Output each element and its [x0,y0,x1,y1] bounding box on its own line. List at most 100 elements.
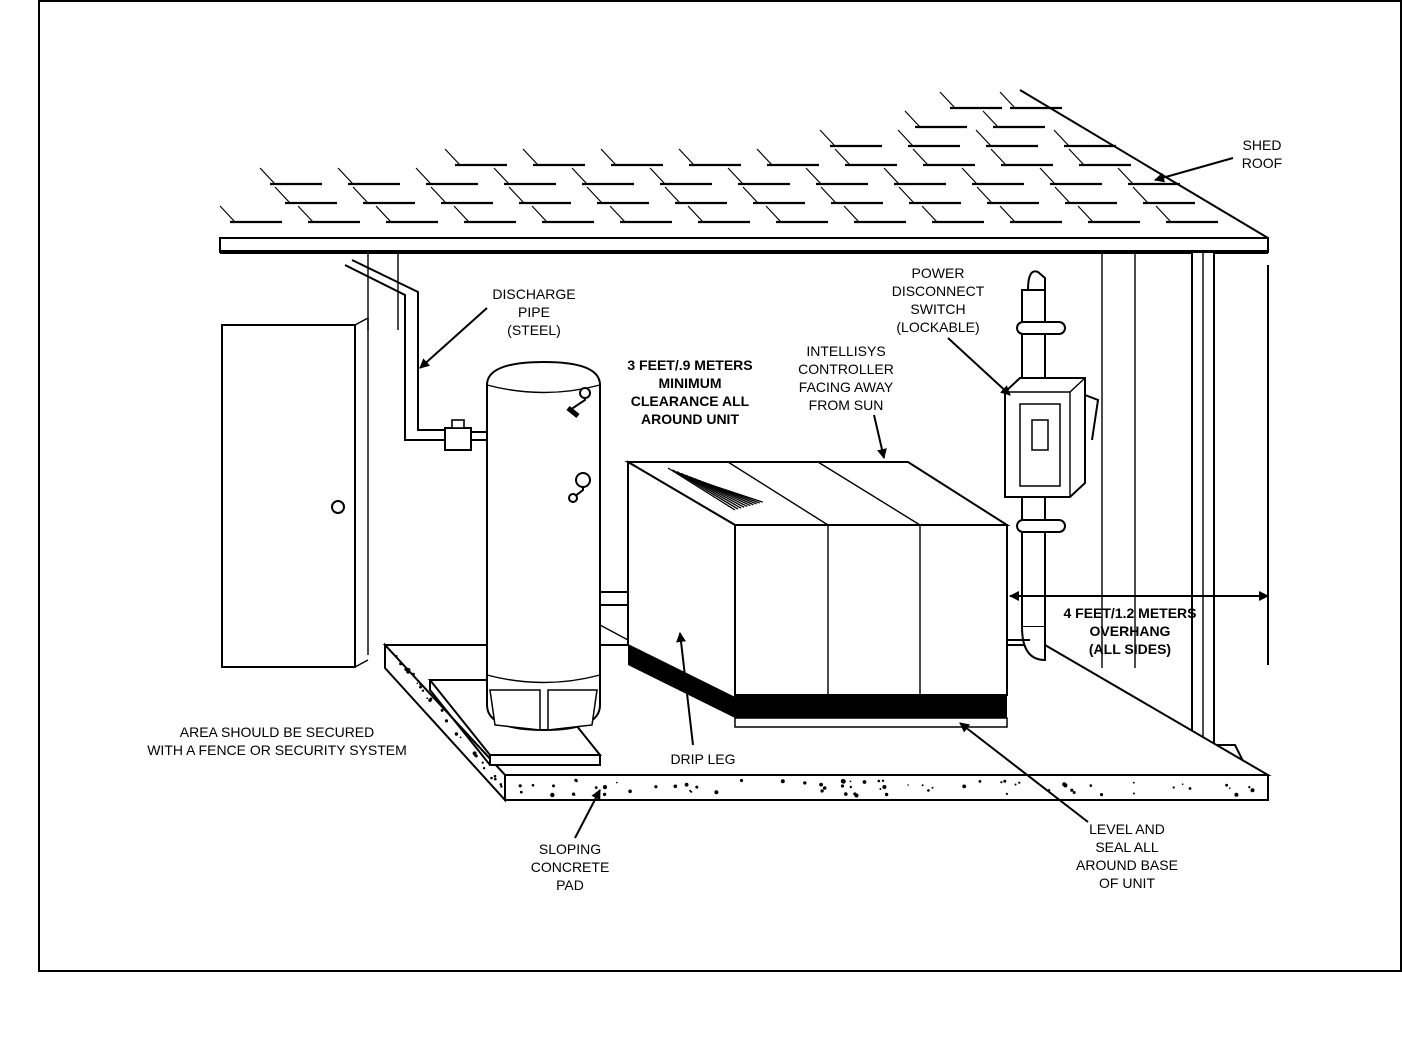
concrete-speckle [690,790,693,793]
concrete-speckle [840,779,846,784]
svg-text:SLOPING: SLOPING [539,841,601,857]
concrete-speckle [1014,783,1017,786]
concrete-speckle [602,792,607,797]
roof-shingle [898,186,961,205]
concrete-speckle [493,774,497,778]
concrete-speckle [1229,787,1231,789]
concrete-speckle [840,784,845,788]
concrete-speckle [395,655,398,658]
concrete-speckle [1132,781,1135,784]
concrete-speckle [714,790,719,795]
vent-grille-slat [676,470,742,509]
roof-shingle [522,148,585,167]
concrete-speckle [877,779,881,783]
arrow-controller [873,414,887,459]
roof-shingle [259,167,322,186]
roof-shingle [453,205,516,224]
concrete-speckle [927,789,930,792]
concrete-speckle [1251,789,1254,792]
roof-shingle [297,205,360,224]
label-overhang: 4 FEET/1.2 METERS OVERHANG (ALL SIDES) [1063,605,1196,657]
concrete-speckle [819,782,823,787]
roof-shingle [897,129,960,148]
concrete-speckle [962,784,967,789]
svg-text:DISCONNECT: DISCONNECT [892,283,985,299]
label-clearance: 3 FEET/.9 METERS MINIMUM CLEARANCE ALL A… [627,357,752,427]
roof-shingle [375,205,438,224]
concrete-speckle [482,767,486,770]
roof-shingle [687,205,750,224]
concrete-speckle [1132,792,1135,795]
svg-text:SHED: SHED [1243,137,1282,153]
concrete-speckle [879,788,882,790]
air-receiver-tank [427,360,603,766]
concrete-speckle [1172,786,1175,789]
svg-text:CONCRETE: CONCRETE [531,859,610,875]
concrete-speckle [421,689,425,692]
concrete-speckle [1070,788,1074,792]
concrete-speckle [444,719,449,723]
roof-shingle [819,129,882,148]
svg-text:(ALL SIDES): (ALL SIDES) [1089,641,1171,657]
roof-shingle [805,167,868,186]
svg-text:4 FEET/1.2 METERS: 4 FEET/1.2 METERS [1063,605,1196,621]
svg-text:(STEEL): (STEEL) [507,322,561,338]
concrete-speckle [1000,781,1003,784]
svg-text:LEVEL AND: LEVEL AND [1089,821,1165,837]
svg-text:CONTROLLER: CONTROLLER [798,361,894,377]
roof-shingle [531,205,594,224]
svg-text:WITH A FENCE OR SECURITY SYSTE: WITH A FENCE OR SECURITY SYSTEM [147,742,407,758]
concrete-speckle [1225,783,1228,787]
svg-text:PIPE: PIPE [518,304,550,320]
label-shed-roof: SHED ROOF [1242,137,1282,171]
concrete-speckle [499,783,503,786]
concrete-speckle [862,780,867,784]
roof-shingle [337,167,400,186]
svg-text:OF UNIT: OF UNIT [1099,875,1155,891]
roof-shingle [843,205,906,224]
concrete-speckle [575,780,578,783]
concrete-speckle [1099,793,1104,797]
concrete-speckle [602,785,608,790]
concrete-speckle [844,792,848,796]
concrete-speckle [820,789,824,793]
concrete-speckle [854,793,859,798]
roof-shingle [649,167,712,186]
concrete-speckle [1181,783,1184,785]
label-secured: AREA SHOULD BE SECURED WITH A FENCE OR S… [147,724,407,758]
concrete-speckle [426,697,429,700]
svg-text:CLEARANCE ALL: CLEARANCE ALL [631,393,750,409]
roof-shingle [912,148,975,167]
label-power-switch: POWER DISCONNECT SWITCH (LOCKABLE) [892,265,985,335]
roof-shingle [742,186,805,205]
concrete-speckle [931,786,934,789]
svg-text:DISCHARGE: DISCHARGE [492,286,575,302]
roof-shingle [664,186,727,205]
figure-frame [38,0,1402,972]
concrete-speckle [673,784,678,789]
concrete-speckle [429,697,433,701]
concrete-speckle [550,792,555,798]
vent-grille-slat [707,483,763,503]
roof-shingle [1054,186,1117,205]
concrete-speckle [921,784,924,787]
label-sloping-pad: SLOPING CONCRETE PAD [531,841,610,893]
roof-shingle [1117,167,1180,186]
roof-shingle [982,110,1045,129]
concrete-speckle [654,785,658,789]
concrete-speckle [780,779,785,784]
svg-text:(LOCKABLE): (LOCKABLE) [896,319,979,335]
svg-text:AROUND BASE: AROUND BASE [1076,857,1178,873]
arrow-shed-roof [1154,157,1234,183]
concrete-speckle [594,786,598,789]
arrow-sloping-pad [574,789,601,839]
roof-shingle [961,167,1024,186]
roof-shingle [1077,205,1140,224]
concrete-speckle [849,785,852,789]
concrete-speckle [881,779,885,782]
concrete-speckle [1188,787,1192,790]
roof-shingle [820,186,883,205]
concrete-speckle [907,784,909,786]
vent-grille-slat [680,472,745,508]
roof-shingle [609,205,672,224]
